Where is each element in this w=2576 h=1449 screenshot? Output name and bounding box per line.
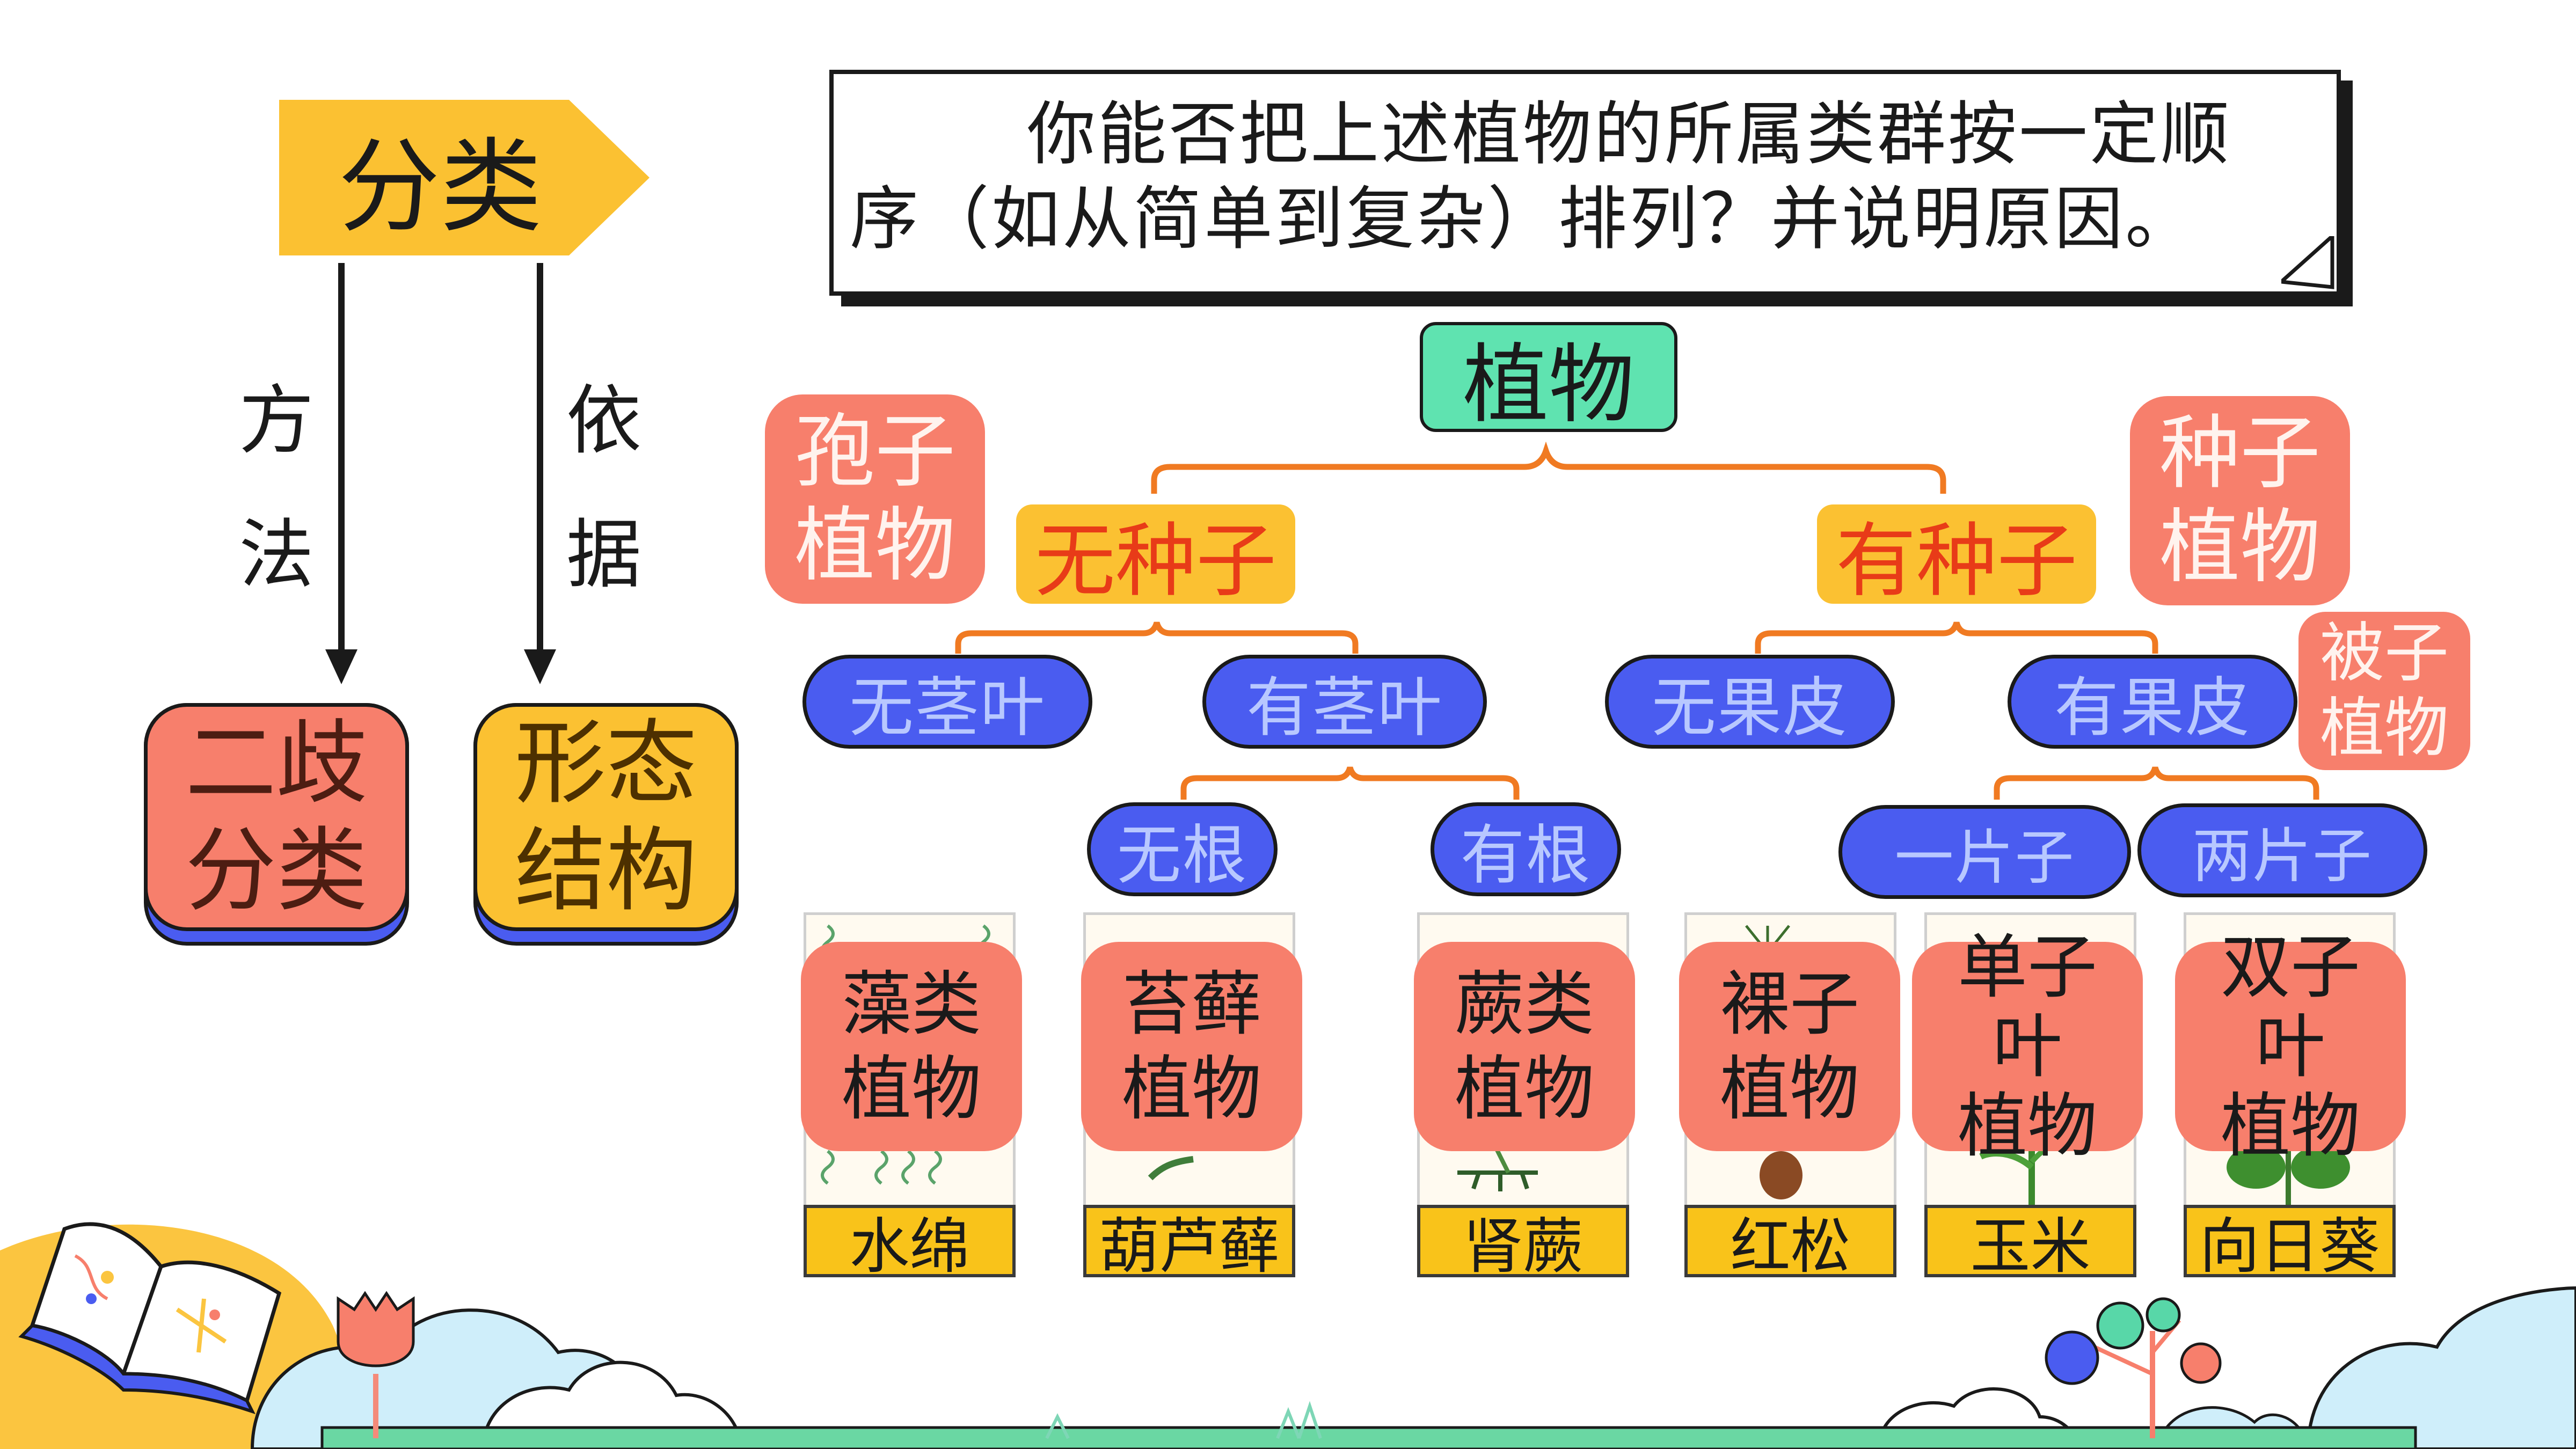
plant-group-0-line1: 藻类 — [841, 963, 981, 1045]
has-peel-node: 有果皮 — [2008, 655, 2297, 749]
plant-name-4: 玉米 — [1924, 1205, 2136, 1282]
dichotomous-box-face: 二歧 分类 — [144, 703, 409, 931]
plant-group-5-line1: 双子 — [2220, 926, 2360, 1008]
no-stem-leaf-node: 无茎叶 — [802, 655, 1092, 749]
plant-group-3: 裸子植物 — [1679, 942, 1900, 1151]
question-box: 你能否把上述植物的所属类群按一定顺 序（如从简单到复杂）排列？并说明原因。 — [829, 70, 2341, 296]
grass-icon — [1276, 1401, 1322, 1439]
morphology-box-face: 形态 结构 — [473, 703, 739, 931]
balloon-tree-icon — [2045, 1297, 2222, 1438]
seed-plant-group: 种子植物 — [2130, 396, 2350, 605]
method-result-line2: 分类 — [185, 817, 368, 924]
method-label-line1: 方 — [238, 377, 314, 465]
plant-name-3: 红松 — [1684, 1205, 1896, 1282]
plant-group-3-line1: 裸子 — [1719, 963, 1859, 1045]
method-arrow — [325, 263, 357, 684]
question-text: 你能否把上述植物的所属类群按一定顺 序（如从简单到复杂）排列？并说明原因。 — [834, 74, 2337, 291]
two-cotyledon-node: 两片子 — [2137, 803, 2427, 897]
plant-group-3-line2: 植物 — [1719, 1048, 1859, 1130]
has-seed-node: 有种子 — [1817, 504, 2096, 608]
plant-group-4-line3: 植物 — [1957, 1085, 2097, 1167]
spore-group-line2: 植物 — [794, 499, 955, 592]
plant-group-5-line2: 叶 — [2255, 1006, 2325, 1087]
plant-group-2: 蕨类植物 — [1414, 942, 1635, 1151]
question-line1: 你能否把上述植物的所属类群按一定顺 — [1027, 94, 2232, 174]
basis-label: 依 据 — [561, 354, 647, 623]
plant-group-4-line1: 单子 — [1957, 926, 2097, 1008]
seed-group-line2: 植物 — [2159, 501, 2320, 594]
basis-label-line2: 据 — [566, 511, 641, 599]
plant-group-5: 双子叶植物 — [2175, 927, 2406, 1166]
page-curl-icon — [2281, 236, 2334, 289]
no-peel-node: 无果皮 — [1605, 655, 1895, 749]
one-cotyledon-node: 一片子 — [1838, 805, 2131, 899]
plant-group-0: 藻类植物 — [801, 942, 1022, 1151]
grass-icon — [1045, 1413, 1070, 1439]
seed-group-line1: 种子 — [2159, 407, 2320, 500]
plant-name-5: 向日葵 — [2184, 1205, 2396, 1282]
angio-group-line1: 被子 — [2320, 616, 2449, 691]
has-stem-leaf-node: 有茎叶 — [1202, 655, 1487, 749]
plant-group-2-line2: 植物 — [1454, 1048, 1594, 1130]
cloud-icon — [2306, 1286, 2576, 1449]
method-label-line2: 法 — [238, 511, 314, 599]
plant-group-4-line2: 叶 — [1992, 1006, 2062, 1087]
has-root-node: 有根 — [1431, 802, 1621, 896]
method-result-line1: 二歧 — [185, 710, 368, 817]
question-line2: 序（如从简单到复杂）排列？并说明原因。 — [850, 179, 2196, 259]
plant-name-0: 水绵 — [804, 1205, 1016, 1282]
plant-group-1-line2: 植物 — [1121, 1048, 1261, 1130]
sunflower-illustration — [2227, 1146, 2350, 1205]
angiosperm-group: 被子植物 — [2298, 612, 2470, 770]
plant-group-1-line1: 苔藓 — [1121, 963, 1261, 1045]
ground-strip — [320, 1426, 2417, 1449]
plant-group-1: 苔藓植物 — [1081, 942, 1302, 1151]
classify-banner — [279, 100, 650, 255]
plant-group-4: 单子叶植物 — [1912, 927, 2143, 1166]
book-icon — [18, 1222, 282, 1415]
tulip-icon — [337, 1291, 415, 1438]
basis-label-line1: 依 — [566, 377, 641, 465]
basis-result-line2: 结构 — [514, 817, 697, 924]
classify-label: 分类 — [338, 127, 542, 246]
spore-group-line1: 孢子 — [794, 405, 955, 499]
moss-illustration — [1148, 1156, 1194, 1181]
plant-name-1: 葫芦藓 — [1083, 1205, 1295, 1282]
tree-root: 植物 — [1420, 322, 1677, 435]
spore-plant-group: 孢子植物 — [765, 394, 985, 604]
plant-group-5-line3: 植物 — [2220, 1085, 2360, 1167]
method-label: 方 法 — [233, 354, 319, 623]
plant-group-2-line1: 蕨类 — [1454, 963, 1594, 1045]
no-root-node: 无根 — [1087, 802, 1278, 896]
angio-group-line2: 植物 — [2320, 691, 2449, 766]
basis-arrow — [524, 263, 556, 684]
plant-name-2: 肾蕨 — [1417, 1205, 1629, 1282]
no-seed-node: 无种子 — [1016, 504, 1295, 608]
basis-result-line1: 形态 — [514, 710, 697, 817]
plant-group-0-line2: 植物 — [841, 1048, 981, 1130]
